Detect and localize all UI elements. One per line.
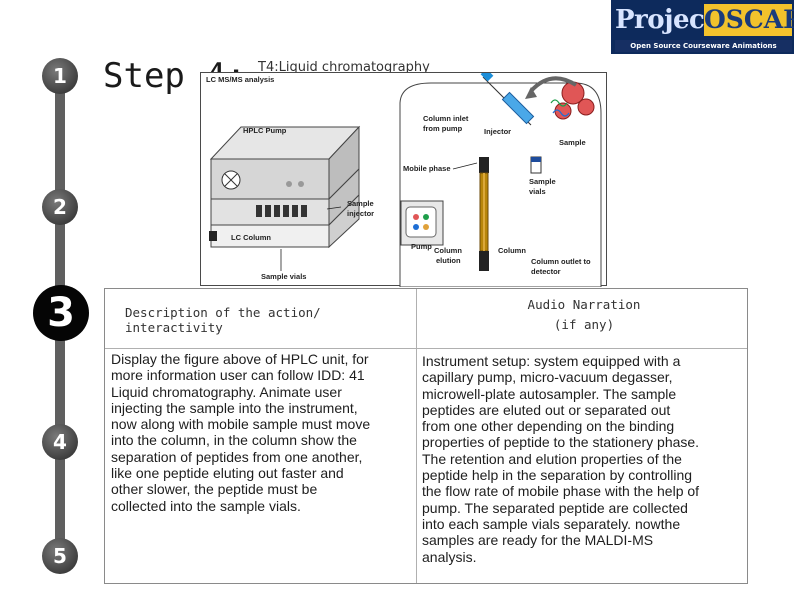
label-column-elution-1: Column xyxy=(434,246,462,255)
narration-line: into each sample vials separately. nowth… xyxy=(422,515,681,532)
label-column-inlet-2: from pump xyxy=(423,124,463,133)
description-line: like one peptide eluting out faster and xyxy=(111,465,344,482)
column-divider xyxy=(416,289,417,583)
step-1-marker[interactable]: 1 xyxy=(42,58,78,94)
header-audio-narration: Audio Narration (if any) xyxy=(423,295,745,335)
description-line: more information user can follow IDD: 41 xyxy=(111,367,365,384)
header-audio-narration-line-1: Audio Narration xyxy=(527,297,641,312)
label-pump: Pump xyxy=(411,242,432,251)
project-oscar-logo: Project OSCAR Open Source Courseware Ani… xyxy=(611,0,794,62)
description-line: into the column, in the column show the xyxy=(111,432,357,449)
hplc-pump-unit xyxy=(209,125,361,249)
logo-project-text: Project xyxy=(615,5,716,35)
step-3-marker-current[interactable]: 3 xyxy=(33,285,89,341)
description-line: now along with mobile sample must move xyxy=(111,416,371,433)
label-injector: Injector xyxy=(484,127,511,136)
narration-line: samples are ready for the MALDI-MS xyxy=(422,532,654,549)
label-sample-injector-1: Sample xyxy=(347,199,374,208)
label-column: Column xyxy=(498,246,526,255)
label-sample-injector-2: injector xyxy=(347,209,374,218)
description-cell: Display the figure above of HPLC unit, f… xyxy=(111,351,413,514)
logo-tagline: Open Source Courseware Animations Reposi… xyxy=(615,40,792,62)
description-line: other slower, the peptide must be xyxy=(111,481,318,498)
label-hplc-pump: HPLC Pump xyxy=(243,126,287,135)
figure-title: LC MS/MS analysis xyxy=(206,75,274,84)
step-4-marker[interactable]: 4 xyxy=(42,424,78,460)
logo-oscar-text: OSCAR xyxy=(704,4,794,36)
narration-line: peptide help in the separation by contro… xyxy=(422,467,693,484)
description-line: collected into the sample vials. xyxy=(111,497,301,514)
step-5-marker[interactable]: 5 xyxy=(42,538,78,574)
storyboard-table: Description of the action/ interactivity… xyxy=(104,288,748,584)
label-column-outlet-1: Column outlet to xyxy=(531,257,591,266)
narration-line: the flow rate of mobile phase with the h… xyxy=(422,483,700,500)
narration-line: peptides are eluted out or separated out xyxy=(422,401,671,418)
injector-syringe xyxy=(480,73,535,126)
narration-line: The retention and elution properties of … xyxy=(422,450,682,467)
label-column-elution-2: elution xyxy=(436,256,461,265)
label-sample-vials-2a: Sample xyxy=(529,177,556,186)
label-lc-column: LC Column xyxy=(231,233,271,242)
hplc-diagram: LC MS/MS analysis HPLC Pump Sample inje xyxy=(206,73,602,287)
label-sample-vials-2b: vials xyxy=(529,187,546,196)
label-sample-vials: Sample vials xyxy=(261,272,306,281)
header-description: Description of the action/ interactivity xyxy=(125,305,321,335)
narration-line: from one other depending on the binding xyxy=(422,418,675,435)
label-column-inlet-1: Column inlet xyxy=(423,114,469,123)
narration-line: pump. The separated peptide are collecte… xyxy=(422,499,688,516)
description-line: separation of peptides from one another, xyxy=(111,448,363,465)
description-line: injecting the sample into the instrument… xyxy=(111,399,358,416)
step-2-marker[interactable]: 2 xyxy=(42,189,78,225)
topic-subtitle: T4:Liquid chromatography xyxy=(258,60,430,75)
narration-line: analysis. xyxy=(422,548,477,565)
narration-line: capillary pump, micro-vacuum degasser, xyxy=(422,369,673,386)
narration-cell: Instrument setup: system equipped with a… xyxy=(422,353,746,565)
header-divider xyxy=(105,348,747,349)
chromatography-column xyxy=(479,157,489,271)
pump-box xyxy=(400,200,444,246)
label-sample: Sample xyxy=(559,138,586,147)
label-mobile-phase: Mobile phase xyxy=(403,164,451,173)
description-line: Liquid chromatography. Animate user xyxy=(111,383,342,400)
narration-line: properties of peptide to the stationery … xyxy=(422,434,700,451)
hplc-figure: LC MS/MS analysis HPLC Pump Sample inje xyxy=(200,72,607,287)
sample-well xyxy=(550,81,595,120)
narration-line: microwell-plate autosampler. The sample xyxy=(422,385,677,402)
description-line: Display the figure above of HPLC unit, f… xyxy=(111,351,369,367)
label-column-outlet-2: detector xyxy=(531,267,561,276)
narration-line: Instrument setup: system equipped with a xyxy=(422,353,681,369)
header-audio-narration-line-2: (if any) xyxy=(553,317,615,332)
